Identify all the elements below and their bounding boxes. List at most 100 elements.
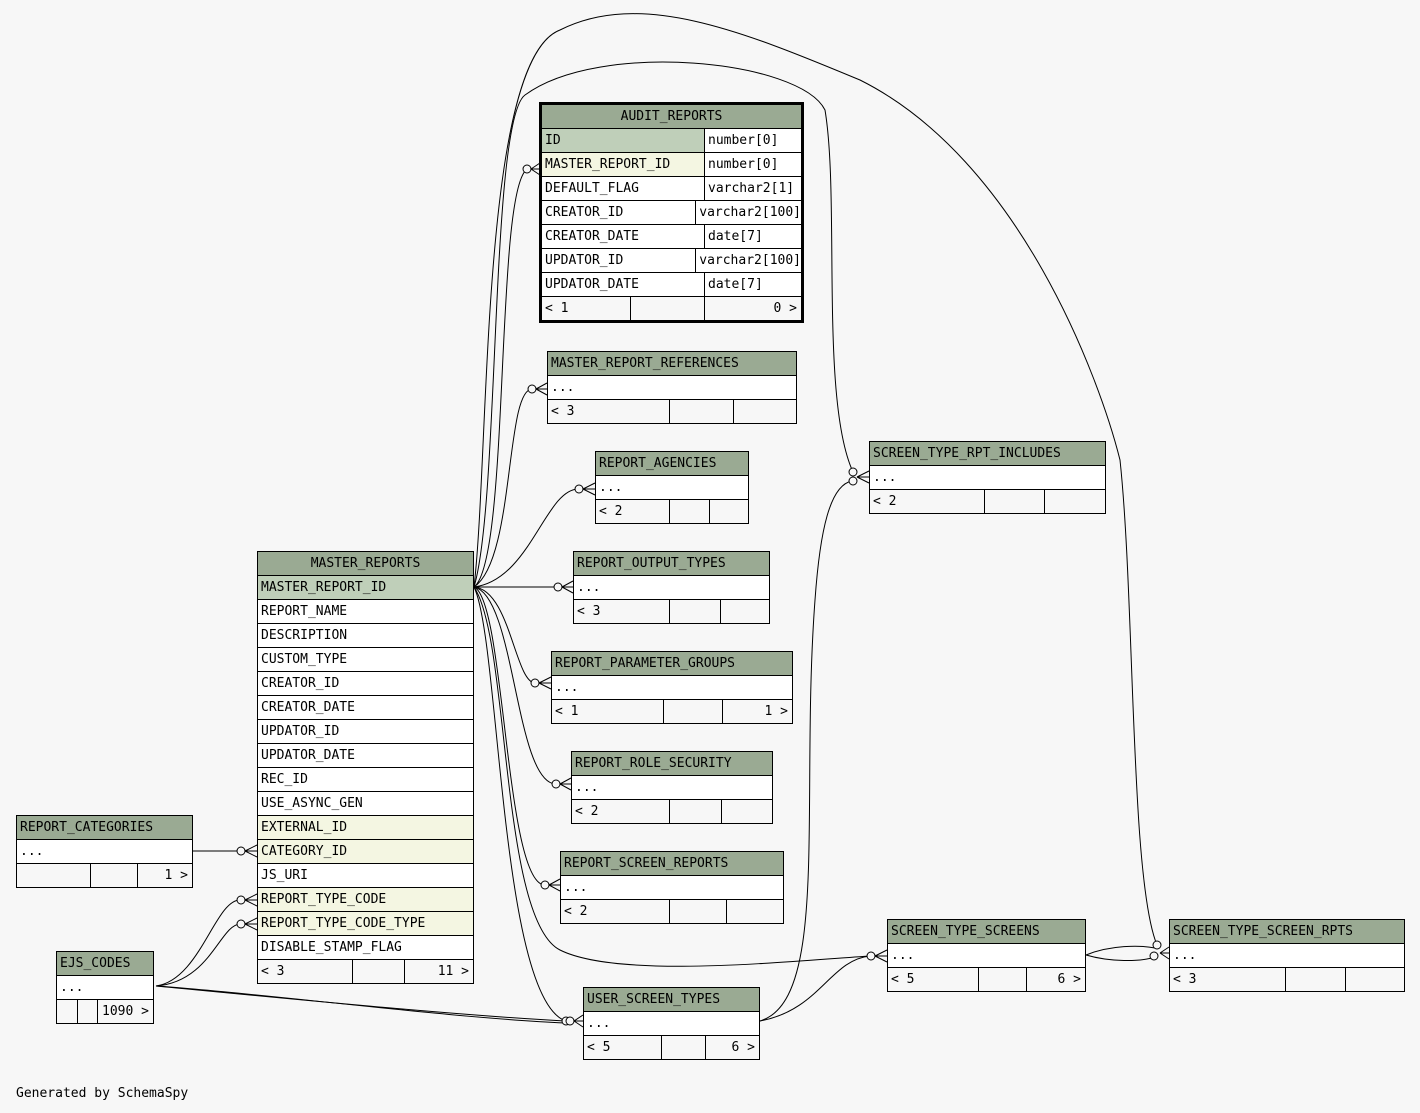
table-row[interactable]: CATEGORY_ID [258,840,473,864]
table-title: REPORT_ROLE_SECURITY [572,752,772,776]
table-row[interactable]: ... [574,576,769,600]
table-screen-type-rpt-includes[interactable]: SCREEN_TYPE_RPT_INCLUDES ... < 2 [869,441,1106,514]
table-row[interactable]: CREATOR_DATE [258,696,473,720]
column-name: UPDATOR_ID [545,253,624,268]
table-row[interactable]: MASTER_REPORT_ID [258,576,473,600]
row-count [669,600,720,623]
collapsed-columns: ... [564,880,588,895]
crowfoot-icon [548,878,561,892]
table-row[interactable]: EXTERNAL_ID [258,816,473,840]
children-count: 1 > [137,864,192,887]
crowfoot-icon [582,482,596,496]
table-row[interactable]: ... [584,1012,759,1036]
table-row[interactable]: REPORT_TYPE_CODE [258,888,473,912]
parents-count: < 2 [596,500,669,523]
column-name: REC_ID [261,772,308,787]
table-report-role-security[interactable]: REPORT_ROLE_SECURITY ... < 2 [571,751,773,824]
column-name: USE_ASYNC_GEN [261,796,363,811]
edge-master-report-references [473,388,533,588]
table-stats-row: < 3 [1170,968,1404,991]
table-stats-row: 1090 > [57,1000,153,1023]
table-row[interactable]: ... [548,376,796,400]
row-count [77,1000,97,1023]
table-row[interactable]: JS_URI [258,864,473,888]
table-title: REPORT_SCREEN_REPORTS [561,852,783,876]
column-name: REPORT_TYPE_CODE_TYPE [258,912,473,935]
column-name: MASTER_REPORT_ID [542,153,704,176]
column-name: UPDATOR_ID [261,724,340,739]
table-stats-row: < 2 [572,800,772,823]
parents-count: < 1 [542,297,630,320]
children-count [733,400,796,423]
table-title: AUDIT_REPORTS [542,105,801,129]
table-row[interactable]: REPORT_TYPE_CODE_TYPE [258,912,473,936]
table-row[interactable]: ... [870,466,1105,490]
crowfoot-icon [538,676,552,690]
edge-user-screen-types [473,586,567,1022]
crowfoot-icon [874,949,888,963]
edge-end-circle [522,164,532,174]
table-row[interactable]: UPDATOR_DATE [258,744,473,768]
column-name: UPDATOR_DATE [261,748,355,763]
column-name: UPDATOR_DATE [545,277,639,292]
table-row[interactable]: ... [596,476,748,500]
table-report-categories[interactable]: REPORT_CATEGORIES ... 1 > [16,815,193,888]
edge-report-parameter-groups [473,586,536,684]
table-row[interactable]: DISABLE_STAMP_FLAG [258,936,473,960]
table-report-screen-reports[interactable]: REPORT_SCREEN_REPORTS ... < 2 [560,851,784,924]
table-row[interactable]: CREATOR_ID [258,672,473,696]
table-master-reports[interactable]: MASTER_REPORTS MASTER_REPORT_ID REPORT_N… [257,551,474,984]
table-row[interactable]: ... [572,776,772,800]
table-row[interactable]: ... [57,976,153,1000]
parents-count: < 5 [584,1036,661,1059]
column-name: CATEGORY_ID [258,840,473,863]
crowfoot-icon [561,580,574,594]
table-row[interactable]: ... [1170,944,1404,968]
edge-user-to-screen-type-rpt-includes [759,480,853,1022]
table-row[interactable]: ... [561,876,783,900]
children-count: 0 > [704,297,801,320]
collapsed-columns: ... [873,470,897,485]
crowfoot-icon [559,777,572,791]
column-type: number[0] [704,153,801,176]
collapsed-columns: ... [891,948,915,963]
parents-count: < 2 [870,490,984,513]
table-report-agencies[interactable]: REPORT_AGENCIES ... < 2 [595,451,749,524]
column-name: CREATOR_DATE [545,229,639,244]
table-row[interactable]: ... [888,944,1085,968]
table-screen-type-screen-rpts[interactable]: SCREEN_TYPE_SCREEN_RPTS ... < 3 [1169,919,1405,992]
children-count [1345,968,1404,991]
table-stats-row: < 2 [870,490,1105,513]
edge-screen-type-rpt-includes [473,61,854,588]
table-row[interactable]: ... [17,840,192,864]
edge-end-circle [848,476,858,486]
table-row[interactable]: UPDATOR_ID [258,720,473,744]
table-row[interactable]: CUSTOM_TYPE [258,648,473,672]
children-count: 11 > [404,960,473,983]
table-report-output-types[interactable]: REPORT_OUTPUT_TYPES ... < 3 [573,551,770,624]
children-count: 1090 > [97,1000,153,1023]
table-row[interactable]: ... [552,676,792,700]
table-row[interactable]: USE_ASYNC_GEN [258,792,473,816]
table-ejs-codes[interactable]: EJS_CODES ... 1090 > [56,951,154,1024]
crowfoot-icon [244,844,258,858]
children-count [721,800,772,823]
table-row[interactable]: REC_ID [258,768,473,792]
table-row[interactable]: DESCRIPTION [258,624,473,648]
edge-end-circle [540,880,550,890]
table-row[interactable]: REPORT_NAME [258,600,473,624]
parents-count: < 2 [572,800,669,823]
table-master-report-references[interactable]: MASTER_REPORT_REFERENCES ... < 3 [547,351,797,424]
